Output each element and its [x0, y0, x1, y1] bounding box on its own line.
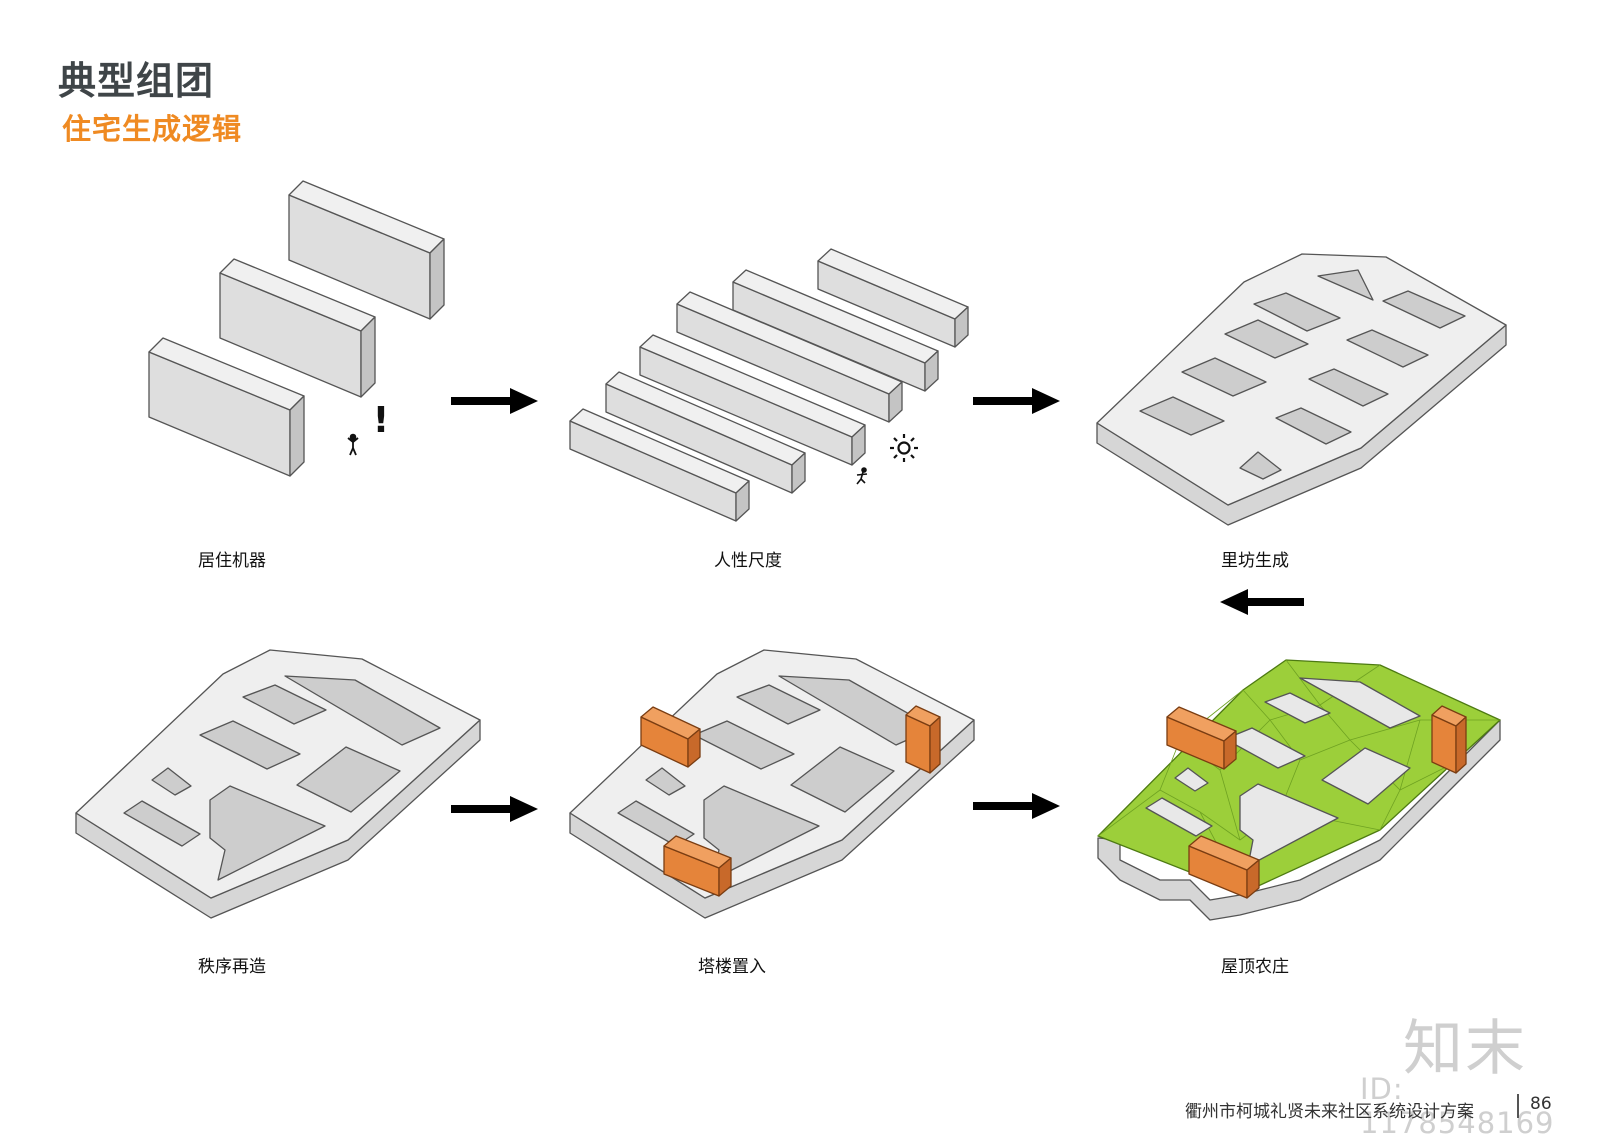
courtyard-void	[645, 767, 686, 796]
step6-block-plan	[1097, 659, 1501, 921]
courtyard-void	[1224, 319, 1309, 359]
step4-block-plan	[75, 649, 481, 919]
courtyard-void	[1174, 767, 1209, 792]
step-caption: 屋顶农庄	[1221, 957, 1289, 977]
footer-divider	[1517, 1094, 1519, 1118]
step-caption: 秩序再造	[198, 957, 266, 977]
green-roof-farm	[1097, 659, 1501, 894]
page-number: 86	[1530, 1094, 1552, 1114]
bar-block	[639, 334, 866, 466]
slab-block	[148, 337, 305, 477]
exclamation-icon: !	[373, 400, 389, 441]
courtyard-void	[242, 684, 327, 725]
courtyard-void	[1308, 368, 1389, 407]
bar-block	[732, 269, 939, 392]
courtyard-void	[617, 800, 695, 847]
bar-block	[569, 408, 750, 522]
footer-project-name: 衢州市柯城礼贤未来社区系统设计方案	[1185, 1102, 1474, 1122]
courtyard-void	[1239, 451, 1282, 480]
person-icon	[347, 433, 359, 456]
arrow-right-icon	[451, 388, 538, 414]
tower-block	[1166, 706, 1237, 770]
step-caption: 里坊生成	[1221, 551, 1289, 571]
step1-slab-blocks	[148, 180, 445, 477]
slab-block	[288, 180, 445, 320]
step3-block-plan	[1096, 253, 1507, 526]
arrow-left-icon	[1220, 589, 1304, 615]
bar-block	[605, 371, 806, 494]
courtyard-void	[1253, 292, 1341, 332]
courtyard-void	[123, 800, 201, 847]
bar-block	[676, 291, 903, 423]
courtyard-void	[1181, 357, 1267, 397]
courtyard-void	[1275, 407, 1352, 445]
step5-block-plan	[569, 649, 975, 919]
courtyard-void	[1317, 269, 1374, 301]
step2-bar-blocks	[569, 248, 969, 522]
page-title: 典型组团	[58, 59, 215, 103]
block-side-face	[1097, 719, 1501, 921]
courtyard-void	[1382, 290, 1466, 329]
slab-block	[219, 258, 376, 398]
courtyard-void	[296, 746, 401, 813]
block-top-face	[1096, 253, 1507, 506]
step-caption: 人性尺度	[714, 551, 782, 571]
tower-block	[640, 706, 701, 768]
courtyard-void	[1224, 727, 1306, 769]
courtyard-void	[736, 684, 821, 725]
page-subtitle: 住宅生成逻辑	[62, 112, 243, 146]
courtyard-void	[1321, 747, 1411, 805]
courtyard-void	[1264, 692, 1331, 724]
arrow-right-icon	[451, 796, 538, 822]
watermark-logo: 知末	[1403, 1014, 1527, 1084]
step-caption: 塔楼置入	[698, 957, 766, 977]
courtyard-void	[1299, 677, 1421, 729]
courtyard-void	[1139, 396, 1225, 436]
step-caption: 居住机器	[198, 551, 266, 571]
courtyard-void	[209, 785, 326, 881]
bar-block	[817, 248, 969, 348]
tower-block	[663, 835, 732, 897]
courtyard-void	[151, 767, 192, 796]
arrow-right-icon	[973, 388, 1060, 414]
courtyard-void	[1346, 329, 1429, 368]
courtyard-void	[693, 720, 795, 770]
arrow-right-icon	[973, 793, 1060, 819]
sun-icon	[890, 434, 918, 462]
tower-block	[905, 705, 941, 774]
tower-block	[1431, 705, 1467, 774]
running-person-icon	[856, 467, 868, 485]
courtyard-void	[1145, 797, 1213, 837]
tower-block	[1188, 835, 1260, 899]
courtyard-void	[284, 675, 441, 746]
courtyard-void	[790, 746, 895, 813]
courtyard-void	[199, 720, 301, 770]
